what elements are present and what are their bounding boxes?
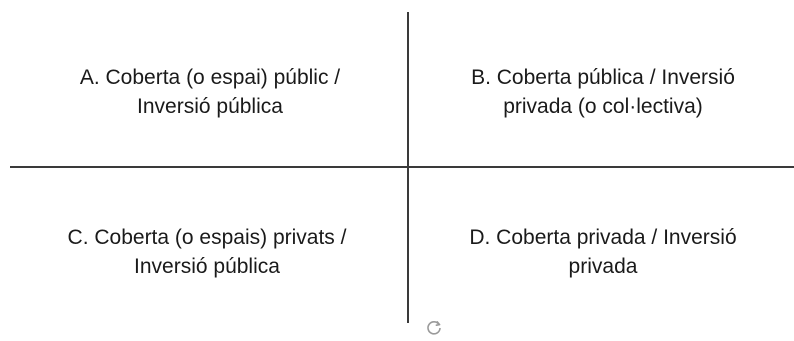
quadrant-d-line1: D. Coberta privada / Inversió (469, 225, 737, 249)
rotate-icon[interactable] (425, 318, 443, 336)
quadrant-b-line2: privada (o col·lectiva) (503, 95, 703, 118)
quadrant-a-line2: Inversió pública (137, 95, 283, 118)
horizontal-axis-line (10, 166, 794, 168)
quadrant-a-line1: A. Coberta (o espai) públic / (79, 65, 341, 89)
quadrant-a: A. Coberta (o espai) públic / Inversió p… (20, 52, 400, 132)
quadrant-c-line2: Inversió pública (134, 255, 280, 278)
quadrant-b-line1: B. Coberta pública / Inversió (471, 65, 735, 89)
quadrant-c-line1: C. Coberta (o espais) privats / (67, 225, 347, 249)
quadrant-b: B. Coberta pública / Inversió privada (o… (418, 52, 788, 132)
quadrant-d-line2: privada (568, 255, 638, 278)
quadrant-c: C. Coberta (o espais) privats / Inversió… (14, 212, 400, 292)
quadrant-d: D. Coberta privada / Inversió privada (418, 212, 788, 292)
